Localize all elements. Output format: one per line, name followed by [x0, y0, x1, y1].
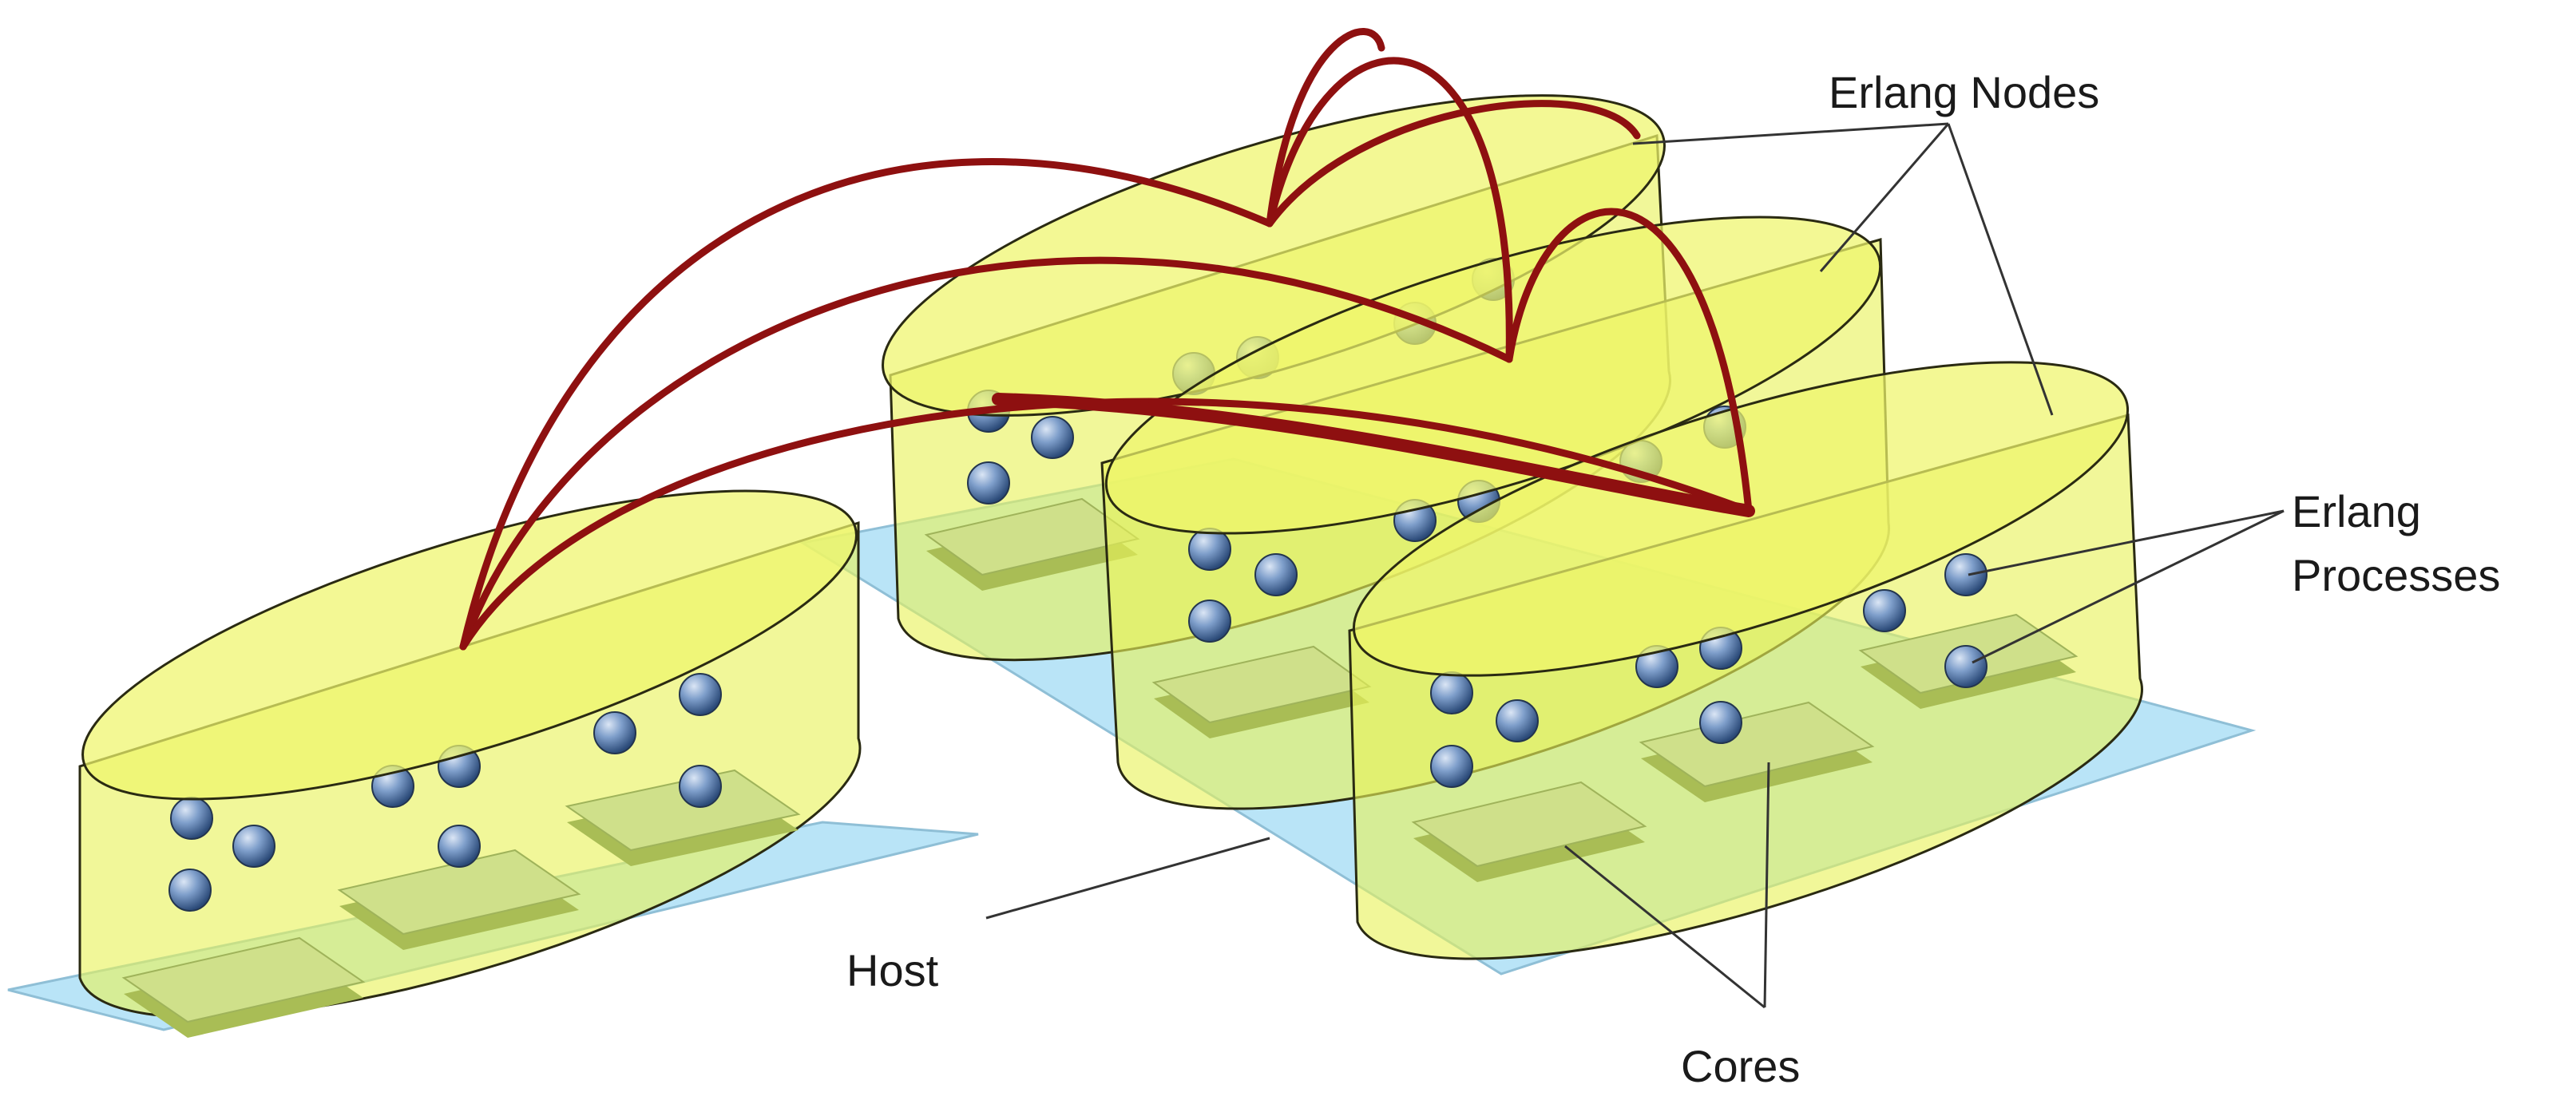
core: [121, 936, 366, 1038]
node-cylinder-top: [81, 489, 858, 801]
process: [1496, 699, 1539, 742]
leader-host: [985, 837, 1270, 920]
core: [1639, 701, 1875, 802]
process: [1430, 671, 1473, 714]
leader-lines: [985, 122, 2285, 1009]
node-links: [459, 28, 1755, 651]
label-host: Host: [846, 945, 939, 995]
process: [1188, 528, 1231, 571]
link-arc: [459, 398, 1753, 651]
link-arc: [459, 256, 1513, 651]
erlang-node-left: [78, 489, 862, 1038]
process: [1944, 553, 1987, 596]
process: [1254, 553, 1298, 596]
label-erlang-processes-line1: Erlang: [2292, 486, 2421, 536]
link-arc: [1266, 100, 1641, 228]
labels: Erlang Nodes Erlang Processes Host Cores: [846, 67, 2500, 1091]
label-cores: Cores: [1681, 1041, 1800, 1091]
leader-erlang-nodes: [1819, 123, 1950, 272]
label-erlang-processes-line2: Processes: [2292, 550, 2500, 600]
process: [168, 869, 212, 912]
leader-erlang-processes: [1972, 509, 2285, 664]
label-erlang-nodes: Erlang Nodes: [1829, 67, 2099, 117]
node-cylinder-top: [1352, 361, 2130, 677]
process: [170, 797, 213, 840]
process: [1188, 600, 1231, 643]
link-arc: [992, 393, 1755, 517]
node-cylinder-top: [1104, 216, 1882, 535]
core: [1411, 781, 1647, 882]
process: [967, 461, 1010, 505]
process: [1699, 701, 1742, 744]
process: [1863, 589, 1906, 632]
leader-erlang-nodes: [1632, 122, 1949, 145]
process: [679, 765, 722, 808]
process: [232, 825, 275, 868]
process: [1944, 645, 1987, 688]
process: [1031, 416, 1074, 459]
leader-erlang-processes: [1968, 509, 2285, 576]
leader-cores: [1564, 845, 1766, 1009]
erlang-node-front: [1348, 361, 2143, 960]
process: [593, 711, 636, 754]
process: [1430, 745, 1473, 788]
process: [438, 825, 481, 868]
leader-erlang-nodes: [1947, 123, 2054, 416]
core: [565, 769, 801, 866]
link-arc: [1505, 208, 1753, 515]
leader-cores: [1763, 762, 1770, 1008]
link-arc: [1266, 28, 1385, 228]
link-arc: [1266, 57, 1513, 363]
process: [679, 673, 722, 716]
link-arc: [459, 158, 1274, 651]
